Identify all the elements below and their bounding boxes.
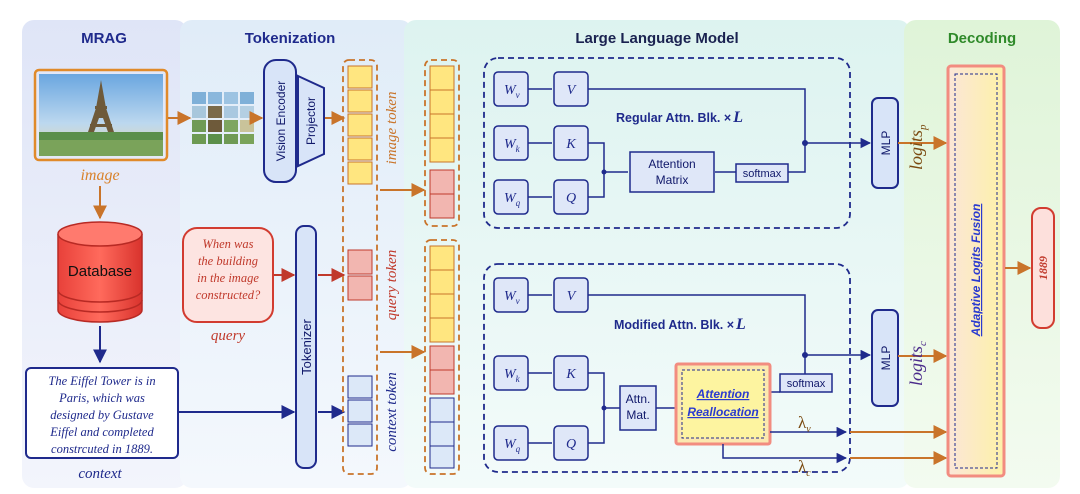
modified-attn-mat-line-1: Attn. [626,392,651,406]
vision-encoder-box [263,59,297,183]
svg-text:Wv: Wv [504,289,520,306]
projector-label: Projector [304,97,318,145]
panel-llm [404,20,910,488]
lambda-v-label: λv [798,413,811,435]
vision-encoder-label: Vision Encoder [274,81,288,162]
regular-wq: Wq [493,179,529,215]
answer-label: 1889 [1036,256,1050,280]
database-label: Database [68,263,132,280]
answer-box [1031,207,1055,329]
query-line-3: in the image [197,271,259,285]
logits-c-label: logitsc [906,341,929,386]
context-label: context [78,466,122,482]
modified-k: K [553,355,589,391]
modified-q: Q [553,425,589,461]
sequence-top-tokens [429,65,455,219]
modified-wq: Wq [493,425,529,461]
context-token-label: context token [384,372,400,452]
regular-wk: Wk [493,125,529,161]
svg-text:Wk: Wk [504,137,521,154]
query-line-4: constructed? [196,288,261,302]
modified-softmax [779,373,833,393]
svg-text:Wq: Wq [504,191,521,208]
modified-block-title: Modified Attn. Blk. ×L [614,316,746,333]
modified-attn-mat [619,385,657,431]
database-icon [57,221,143,323]
adaptive-logits-fusion-box [946,64,1006,478]
attention-reallocation-line-2: Reallocation [687,405,758,419]
svg-text:K: K [565,367,576,382]
image-token-label: image token [384,92,400,165]
context-line-5: constrcuted in 1889. [51,442,153,456]
tokenizer-box [295,225,317,469]
modified-attention-block [483,263,851,473]
regular-q: Q [553,179,589,215]
eiffel-image [33,68,169,162]
regular-attention-matrix-line-1: Attention [648,157,695,171]
sequence-bottom-outline [424,239,460,475]
regular-softmax [735,163,789,183]
svg-text:Q: Q [566,191,576,206]
mlp-bottom [871,309,899,407]
context-line-1: The Eiffel Tower is in [48,374,155,388]
regular-block-title: Regular Attn. Blk. ×L [616,109,743,126]
regular-attention-matrix-line-2: Matrix [656,173,689,187]
query-line-1: When was [202,237,253,251]
regular-softmax-label: softmax [743,168,782,180]
regular-k: K [553,125,589,161]
modified-attn-mat-line-2: Mat. [626,408,649,422]
query-token-label: query token [384,250,400,320]
token-column-outline [342,59,378,475]
modified-wv: Wv [493,277,529,313]
svg-text:V: V [567,83,577,98]
sequence-top-outline [424,59,460,227]
mlp-bottom-label: MLP [879,346,893,371]
svg-text:V: V [567,289,577,304]
modified-wk: Wk [493,355,529,391]
svg-text:K: K [565,137,576,152]
logits-p-label: logitsp [906,124,929,170]
svg-text:Wq: Wq [504,437,521,454]
attention-reallocation-line-1: Attention [696,387,750,401]
section-title-decoding: Decoding [948,30,1016,47]
query-box [182,227,274,323]
query-label: query [211,328,245,344]
context-line-3: designed by Gustave [50,408,154,422]
context-box [25,367,179,459]
regular-attention-matrix [629,151,715,193]
image-label: image [80,167,119,184]
projector-box [297,74,325,168]
context-line-2: Paris, which was [58,391,145,405]
modified-v: V [553,277,589,313]
context-line-4: Eiffel and completed [49,425,154,439]
context-tokens [347,375,373,447]
image-tokens [347,65,373,185]
lambda-c-label: λc [798,457,811,479]
query-line-2: the building [198,254,258,268]
query-tokens [347,249,373,301]
regular-v: V [553,71,589,107]
mlp-top-label: MLP [879,131,893,156]
svg-text:Wk: Wk [504,367,521,384]
tokenizer-label: Tokenizer [299,319,314,375]
adaptive-logits-fusion-label: Adaptive Logits Fusion [969,204,983,338]
section-title-llm: Large Language Model [575,30,738,47]
svg-text:Q: Q [566,437,576,452]
svg-text:Wv: Wv [504,83,520,100]
section-title-tokenization: Tokenization [245,30,336,47]
sequence-bottom-tokens [429,245,455,469]
image-patches [192,92,254,144]
modified-softmax-label: softmax [787,378,826,390]
section-title-mrag: MRAG [81,30,127,47]
arrow-lambda-c-inner [722,444,848,464]
regular-wv: Wv [493,71,529,107]
